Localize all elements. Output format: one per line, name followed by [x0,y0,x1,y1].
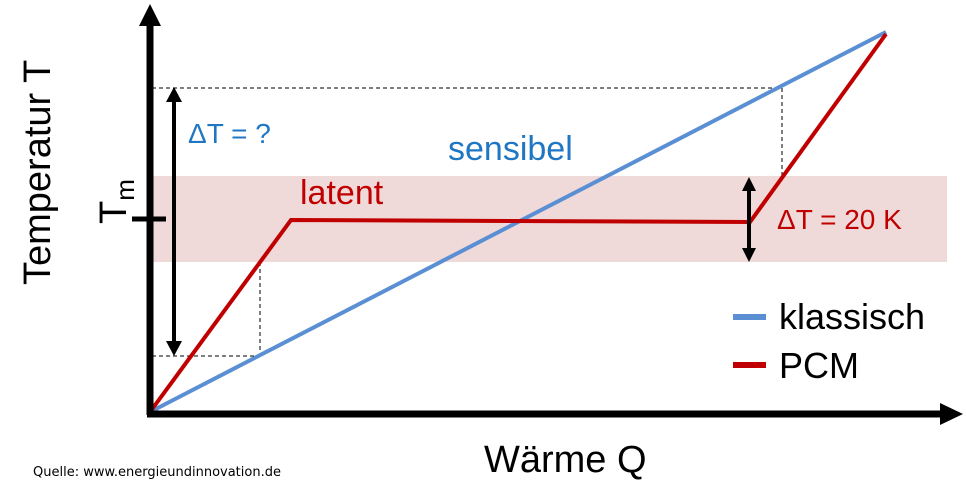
x-axis-label: Wärme Q [484,439,647,481]
legend-label-klassisch: klassisch [779,296,925,337]
melting-range-band [152,176,947,262]
latent-label: latent [300,174,384,212]
legend: klassisch PCM [733,296,925,386]
x-axis-arrow-icon [940,403,963,425]
sensibel-label: sensibel [448,130,573,168]
legend-label-pcm: PCM [779,345,859,386]
tm-label: Tm [93,179,140,224]
y-axis-arrow-icon [139,4,161,26]
delta-pcm-label: ΔT = 20 K [777,204,902,235]
series-pcm-line [148,32,888,414]
delta-unknown-arrow [166,87,182,356]
y-axis-label: Temperatur T [17,60,59,285]
source-note: Quelle: www.energieundinnovation.de [33,465,281,480]
guide-lines [152,87,783,357]
delta-unknown-label: ΔT = ? [188,118,271,149]
delta-pcm-arrow [742,177,756,262]
